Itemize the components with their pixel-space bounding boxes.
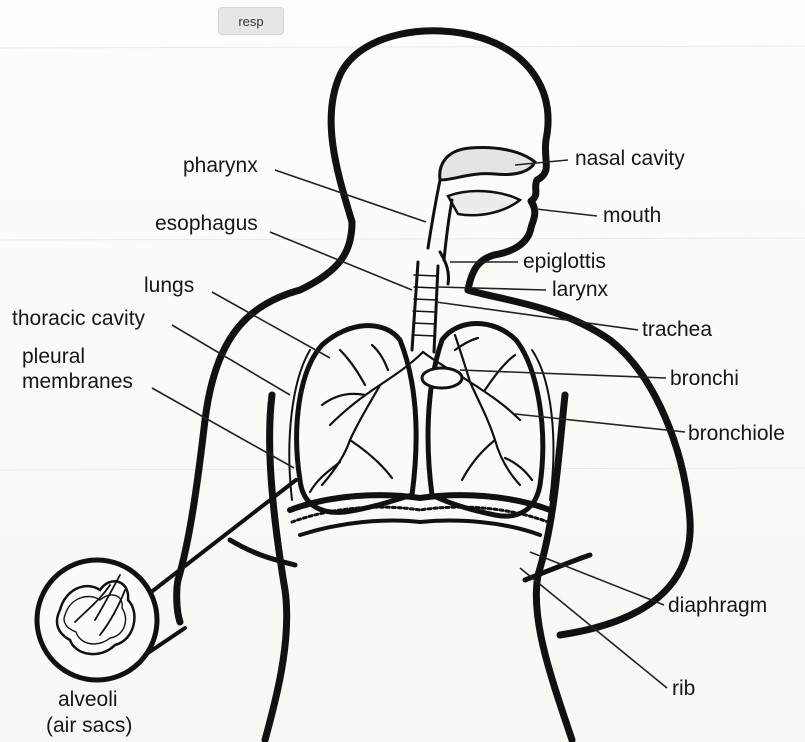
diaphragm-leader — [530, 552, 664, 605]
label-esophagus: esophagus — [155, 212, 258, 235]
label-epiglottis: epiglottis — [523, 250, 606, 273]
heart-space — [422, 368, 462, 388]
lungs-shape — [289, 324, 553, 517]
right-lung — [428, 324, 543, 517]
label-mouth: mouth — [603, 204, 661, 227]
esophagus-leader — [270, 232, 412, 290]
epiglottis-shape — [440, 252, 449, 284]
mouth-leader — [536, 209, 597, 216]
left-torso — [265, 395, 287, 740]
right-arm-fold — [525, 555, 590, 580]
label-pharynx: pharynx — [183, 154, 258, 177]
label-trachea: trachea — [642, 318, 712, 341]
label-alveoli-line2: (air sacs) — [46, 714, 132, 737]
label-larynx: larynx — [552, 278, 609, 301]
label-diaphragm: diaphragm — [668, 594, 767, 617]
label-bronchiole: bronchiole — [688, 422, 785, 445]
label-alveoli-line1: alveoli — [58, 688, 118, 711]
label-rib: rib — [672, 677, 695, 700]
label-pleural-line2: membranes — [22, 370, 133, 393]
trachea-shape — [412, 262, 438, 352]
label-lungs: lungs — [144, 274, 194, 297]
pharynx-tube — [428, 180, 452, 260]
left-arm-fold — [230, 540, 295, 565]
oral-cavity — [448, 191, 520, 215]
label-nasal-cavity: nasal cavity — [575, 147, 685, 170]
alveoli-inset — [37, 480, 296, 680]
larynx-leader — [438, 287, 546, 290]
label-pleural-line1: pleural — [22, 345, 85, 368]
label-thoracic-cavity: thoracic cavity — [12, 307, 146, 330]
label-bronchi: bronchi — [670, 367, 739, 390]
